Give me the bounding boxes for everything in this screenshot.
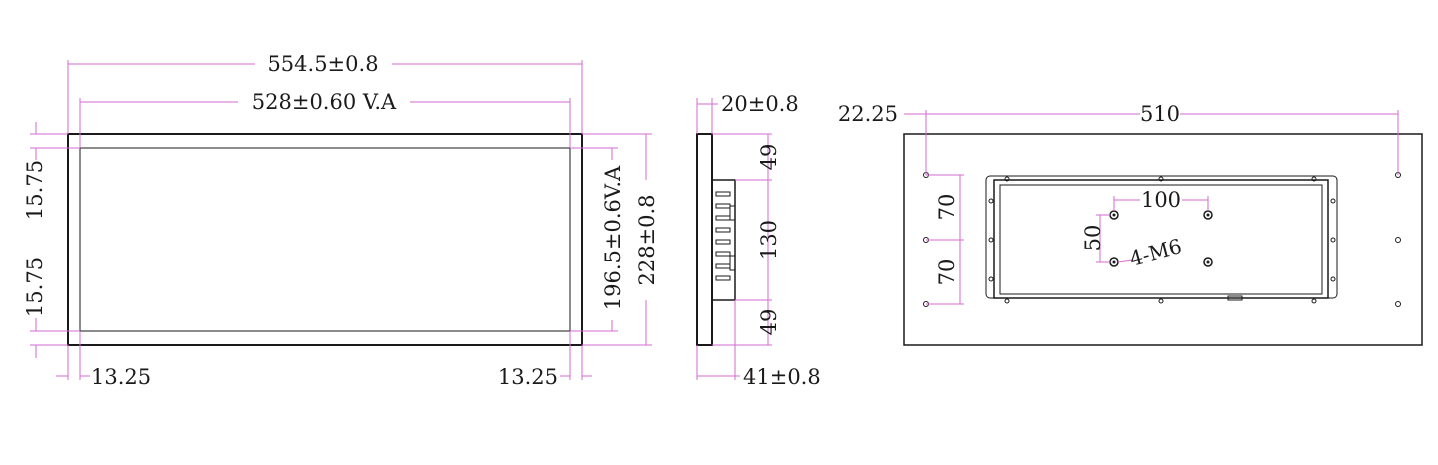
front-overall-width-label: 554.5±0.8 (267, 52, 378, 76)
rear-upper-pitch-label: 70 (935, 194, 959, 221)
side-panel-depth-dim: 20±0.8 (696, 92, 799, 134)
side-total-depth-label: 41±0.8 (743, 365, 821, 389)
front-overall-width-dim: 554.5±0.8 (67, 52, 583, 134)
rear-hole-span-label: 510 (1140, 102, 1180, 126)
rear-housing-inner (999, 184, 1323, 295)
front-outer-frame (67, 133, 583, 346)
front-top-border-label: 15.75 (23, 160, 47, 220)
rear-housing-screws (988, 176, 1336, 304)
front-left-border-label: 13.25 (91, 365, 151, 389)
side-vertical-dims: 49 130 49 (712, 133, 781, 346)
rear-hole-pitch-dims: 70 70 (926, 174, 964, 305)
rear-edge-offset-label: 22.25 (838, 102, 898, 126)
rear-vesa-screw-label: 4-M6 (1127, 234, 1184, 271)
front-bottom-border-label: 15.75 (23, 257, 47, 317)
front-bottom-border-dims: 13.25 13.25 (56, 331, 592, 389)
rear-vesa-vertical-label: 50 (1081, 225, 1105, 252)
side-center-span-label: 130 (757, 220, 781, 260)
front-right-border-label: 13.25 (498, 365, 558, 389)
front-overall-height-label: 228±0.8 (635, 194, 659, 285)
side-view: 20±0.8 49 130 49 41±0.8 (696, 92, 821, 389)
front-va-height-label: 196.5±0.6V.A (601, 165, 625, 310)
side-body-outline (712, 179, 736, 301)
side-bottom-offset-label: 49 (757, 309, 781, 336)
front-va-width-label: 528±0.60 V.A (252, 90, 397, 114)
side-total-depth-dim: 41±0.8 (696, 300, 821, 389)
rear-housing (993, 179, 1329, 299)
rear-view: 22.25 510 70 70 100 50 4-M6 (838, 102, 1423, 346)
rear-hole-span-dim: 22.25 510 (838, 102, 1399, 175)
front-va-width-dim: 528±0.60 V.A (79, 90, 571, 148)
front-view: 554.5±0.8 528±0.60 V.A 15.75 15.75 (23, 52, 659, 389)
rear-lower-pitch-label: 70 (935, 259, 959, 286)
rear-vesa-dims: 100 50 4-M6 (1081, 188, 1209, 271)
rear-housing-tab (1227, 295, 1243, 301)
side-top-offset-label: 49 (757, 144, 781, 171)
side-panel-outline (696, 133, 713, 346)
rear-vesa-horizontal-label: 100 (1141, 188, 1181, 212)
rear-outer-frame (903, 133, 1423, 346)
front-viewing-area (79, 147, 571, 332)
side-connector-marks (715, 191, 736, 281)
front-right-height-dims: 196.5±0.6V.A 228±0.8 (570, 133, 659, 346)
front-left-border-dims: 15.75 15.75 (23, 122, 80, 358)
side-panel-depth-label: 20±0.8 (721, 92, 799, 116)
